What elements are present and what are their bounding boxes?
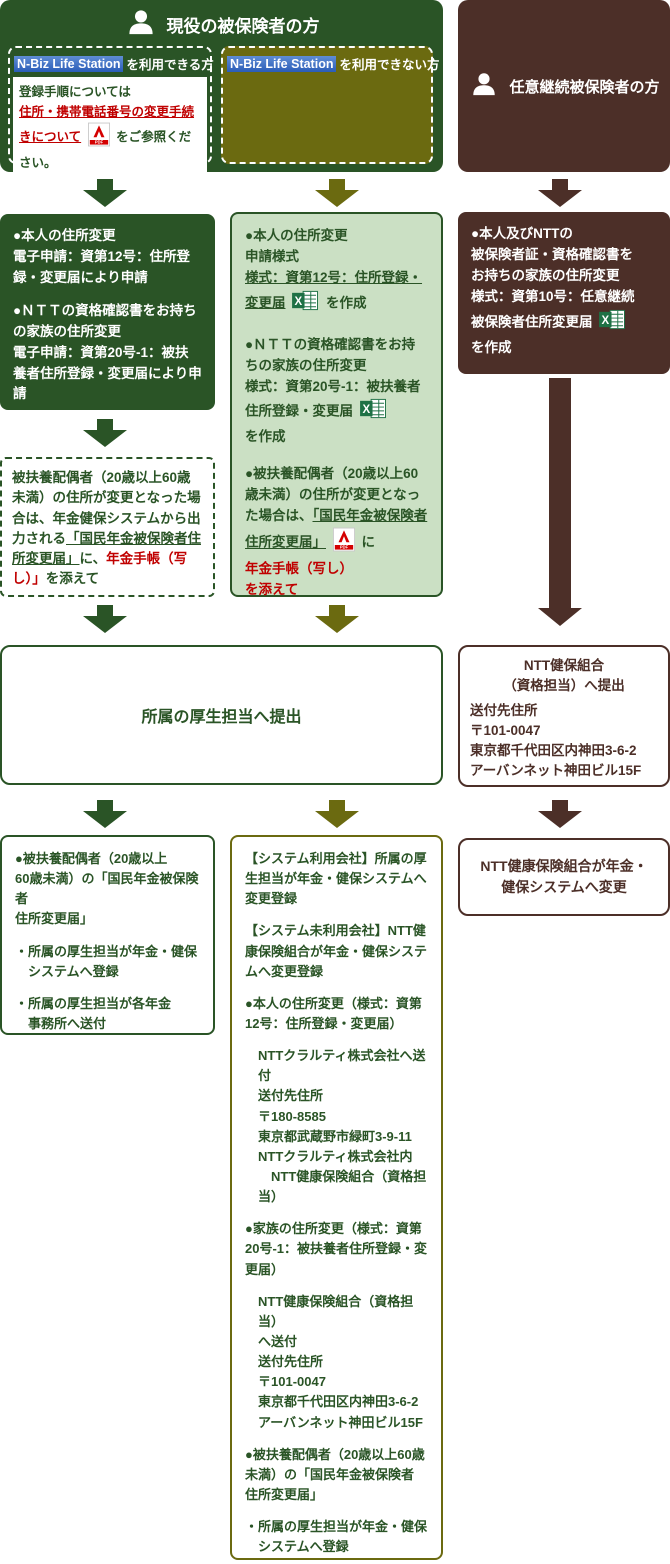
system-user-note: 【システム利用会社】所属の厚生担当が年金・健保システムへ変更登録 [245, 851, 427, 907]
procedure-pdf-link[interactable]: 住所・携帯電話番号の変更手続きについて [19, 105, 195, 144]
paper-form-box: ●本人の住所変更 申請様式 様式：資第12号：住所登録・変更届 X を作成 ●Ｎ… [230, 212, 443, 597]
excel-icon[interactable]: X [599, 308, 626, 338]
voluntary-submit-address: 送付先住所 〒101-0047 東京都千代田区内神田3-6-2 アーバンネット神… [470, 702, 642, 779]
result-left-bullet-1: ・所属の厚生担当が年金・健保 システムへ登録 [15, 943, 198, 979]
note-suffix: をご参照ください。 [19, 129, 192, 170]
result-left-heading: ●被扶養配偶者（20歳以上 60歳未満）の「国民年金被保険者 住所変更届」 [15, 851, 199, 927]
pension-form-link[interactable]: 「国民年金被保険者住所変更届」 [245, 508, 428, 550]
paper-spouse-particle: に [361, 534, 376, 550]
result-voluntary-label: NTT健康保険組合が年金・ 健保システムへ変更 [480, 858, 648, 895]
self-change-address: NTTクラルティ株式会社へ送付 送付先住所 〒180-8585 東京都武蔵野市緑… [258, 1048, 427, 1205]
flow-arrow [83, 605, 127, 633]
note-green-1: 被扶養配偶者（20歳以上60歳未満）の住所が変更となった場合は、年金健保システム… [12, 470, 201, 546]
nbiz-available-label-row: N-Biz Life Station を利用できる方 [14, 54, 214, 73]
nbiz-unavailable-label: を利用できない方 [339, 58, 440, 72]
family-change-address: NTT健康保険組合（資格担当） へ送付 送付先住所 〒101-0047 東京都千… [258, 1293, 423, 1430]
voluntary-form-box: ●本人及びNTTの 被保険者証・資格確認書を お持ちの家族の住所変更 様式：資第… [458, 212, 670, 374]
paper-create-label: を作成 [245, 429, 286, 445]
paper-family-change: ●ＮＴＴの資格確認書をお持ちの家族の住所変更 様式：資第20号-1：被扶養者住所… [245, 335, 428, 449]
flow-arrow [83, 419, 127, 447]
note-intro: 登録手順については [19, 85, 131, 99]
flow-arrow-long [538, 378, 582, 626]
nbiz-unavailable-box: N-Biz Life Station を利用できない方 [221, 46, 439, 164]
result-left-bullet-2: ・所属の厚生担当が各年金 事務所へ送付 [15, 995, 172, 1031]
result-paper-box: 【システム利用会社】所属の厚生担当が年金・健保システムへ変更登録 【システム未利… [230, 835, 443, 1560]
paper-spouse-change: ●被扶養配偶者（20歳以上60歳未満）の住所が変更となった場合は、「国民年金被保… [245, 464, 428, 601]
spouse-bullet-1: ・所属の厚生担当が年金・健保 システムへ登録 [245, 1519, 428, 1555]
result-electronic-box: ●被扶養配偶者（20歳以上 60歳未満）の「国民年金被保険者 住所変更届」 ・所… [0, 835, 215, 1035]
header-active-title-row: 現役の被保険者の方 [0, 0, 443, 40]
header-active-title: 現役の被保険者の方 [166, 17, 320, 36]
flow-arrow [83, 179, 127, 207]
submit-to-welfare-box: 所属の厚生担当へ提出 [0, 645, 443, 785]
pdf-icon[interactable]: PDF [87, 122, 110, 153]
form-20-1-label: 様式：資第20号-1：被扶養者住所登録・変更届 [245, 378, 421, 419]
flow-arrow [83, 800, 127, 828]
self-change-head: ●本人の住所変更（様式：資第12号：住所登録・変更届） [245, 995, 422, 1031]
pension-form-link[interactable]: 「国民年金被保険者住所変更届」 [12, 530, 201, 566]
voluntary-form-text: ●本人及びNTTの 被保険者証・資格確認書を お持ちの家族の住所変更 様式：資第… [471, 226, 635, 330]
family-change-send: ●家族の住所変更（様式：資第20号-1：被扶養者住所登録・変更届） [245, 1219, 428, 1279]
submit-to-welfare-label: 所属の厚生担当へ提出 [141, 709, 302, 726]
nbiz-logo: N-Biz Life Station [227, 55, 337, 72]
family-change-head: ●家族の住所変更（様式：資第20号-1：被扶養者住所登録・変更届） [245, 1221, 428, 1277]
nbiz-available-box: N-Biz Life Station を利用できる方 登録手順については 住所・… [8, 46, 214, 178]
flow-arrow [538, 800, 582, 828]
paper-self-title: ●本人の住所変更 [245, 228, 348, 243]
spouse-pension-note-box: 被扶養配偶者（20歳以上60歳未満）の住所が変更となった場合は、年金健保システム… [0, 457, 215, 597]
header-active-insured: 現役の被保険者の方 N-Biz Life Station を利用できる方 登録手… [0, 0, 443, 178]
header-voluntary-insured: 任意継続被保険者の方 [458, 0, 670, 172]
self-change-send: ●本人の住所変更（様式：資第12号：住所登録・変更届） [245, 994, 428, 1034]
nbiz-logo: N-Biz Life Station [14, 55, 124, 72]
paper-family-title: ●ＮＴＴの資格確認書をお持ちの家族の住所変更 [245, 336, 416, 373]
note-green-3: を添えて [45, 571, 100, 587]
svg-text:PDF: PDF [340, 545, 349, 550]
form-12-link[interactable]: 様式：資第12号：住所登録・変更届 [245, 269, 423, 311]
spouse-change-head: ●被扶養配偶者（20歳以上60歳未満）の「国民年金被保険者 住所変更届」 [245, 1446, 425, 1502]
electronic-self-change: ●本人の住所変更 電子申請：資第12号：住所登録・変更届により申請 [13, 228, 191, 285]
electronic-family-change: ●ＮＴＴの資格確認書をお持ちの家族の住所変更 電子申請：資第20号-1：被扶養者… [13, 302, 202, 402]
svg-text:X: X [362, 404, 370, 416]
flow-arrow [315, 800, 359, 828]
nbiz-unavailable-label-row: N-Biz Life Station を利用できない方 [227, 54, 439, 73]
nbiz-available-label: を利用できる方 [126, 58, 214, 72]
svg-text:X: X [295, 296, 303, 308]
excel-icon[interactable]: X [292, 289, 319, 319]
person-icon [127, 9, 155, 40]
flow-arrow [315, 605, 359, 633]
voluntary-submit-box: NTT健保組合 （資格担当）へ提出 送付先住所 〒101-0047 東京都千代田… [458, 645, 670, 787]
electronic-application-box: ●本人の住所変更 電子申請：資第12号：住所登録・変更届により申請 ●ＮＴＴの資… [0, 214, 215, 410]
paper-spouse-text: ●被扶養配偶者（20歳以上60歳未満）の住所が変更となった場合は、 [245, 466, 421, 524]
note-green-2: に、 [79, 551, 107, 566]
svg-text:X: X [602, 315, 610, 327]
person-icon [471, 72, 497, 100]
system-nonuser-note: 【システム未利用会社】NTT健康保険組合が年金・健保システムへ変更登録 [245, 923, 428, 979]
svg-text:PDF: PDF [95, 140, 104, 145]
flow-arrow [315, 179, 359, 207]
result-voluntary-box: NTT健康保険組合が年金・ 健保システムへ変更 [458, 838, 670, 916]
voluntary-create-label: を作成 [471, 339, 512, 355]
pension-book-red: 年金手帳（写し）」 [12, 551, 188, 587]
registration-note-box: 登録手順については 住所・携帯電話番号の変更手続きについて PDF をご参照くだ… [13, 77, 207, 178]
header-voluntary-title: 任意継続被保険者の方 [509, 78, 660, 96]
paper-create-label: を作成 [326, 295, 367, 311]
voluntary-submit-title: NTT健保組合 （資格担当）へ提出 [503, 658, 625, 694]
excel-icon[interactable]: X [359, 397, 387, 427]
paper-self-change: ●本人の住所変更 申請様式 様式：資第12号：住所登録・変更届 X を作成 [245, 226, 428, 319]
pdf-icon[interactable]: PDF [332, 527, 355, 559]
paper-form-style: 申請様式 [245, 248, 299, 264]
flow-arrow [538, 179, 582, 207]
pension-book-note: 年金手帳（写し） を添えて [245, 560, 353, 597]
